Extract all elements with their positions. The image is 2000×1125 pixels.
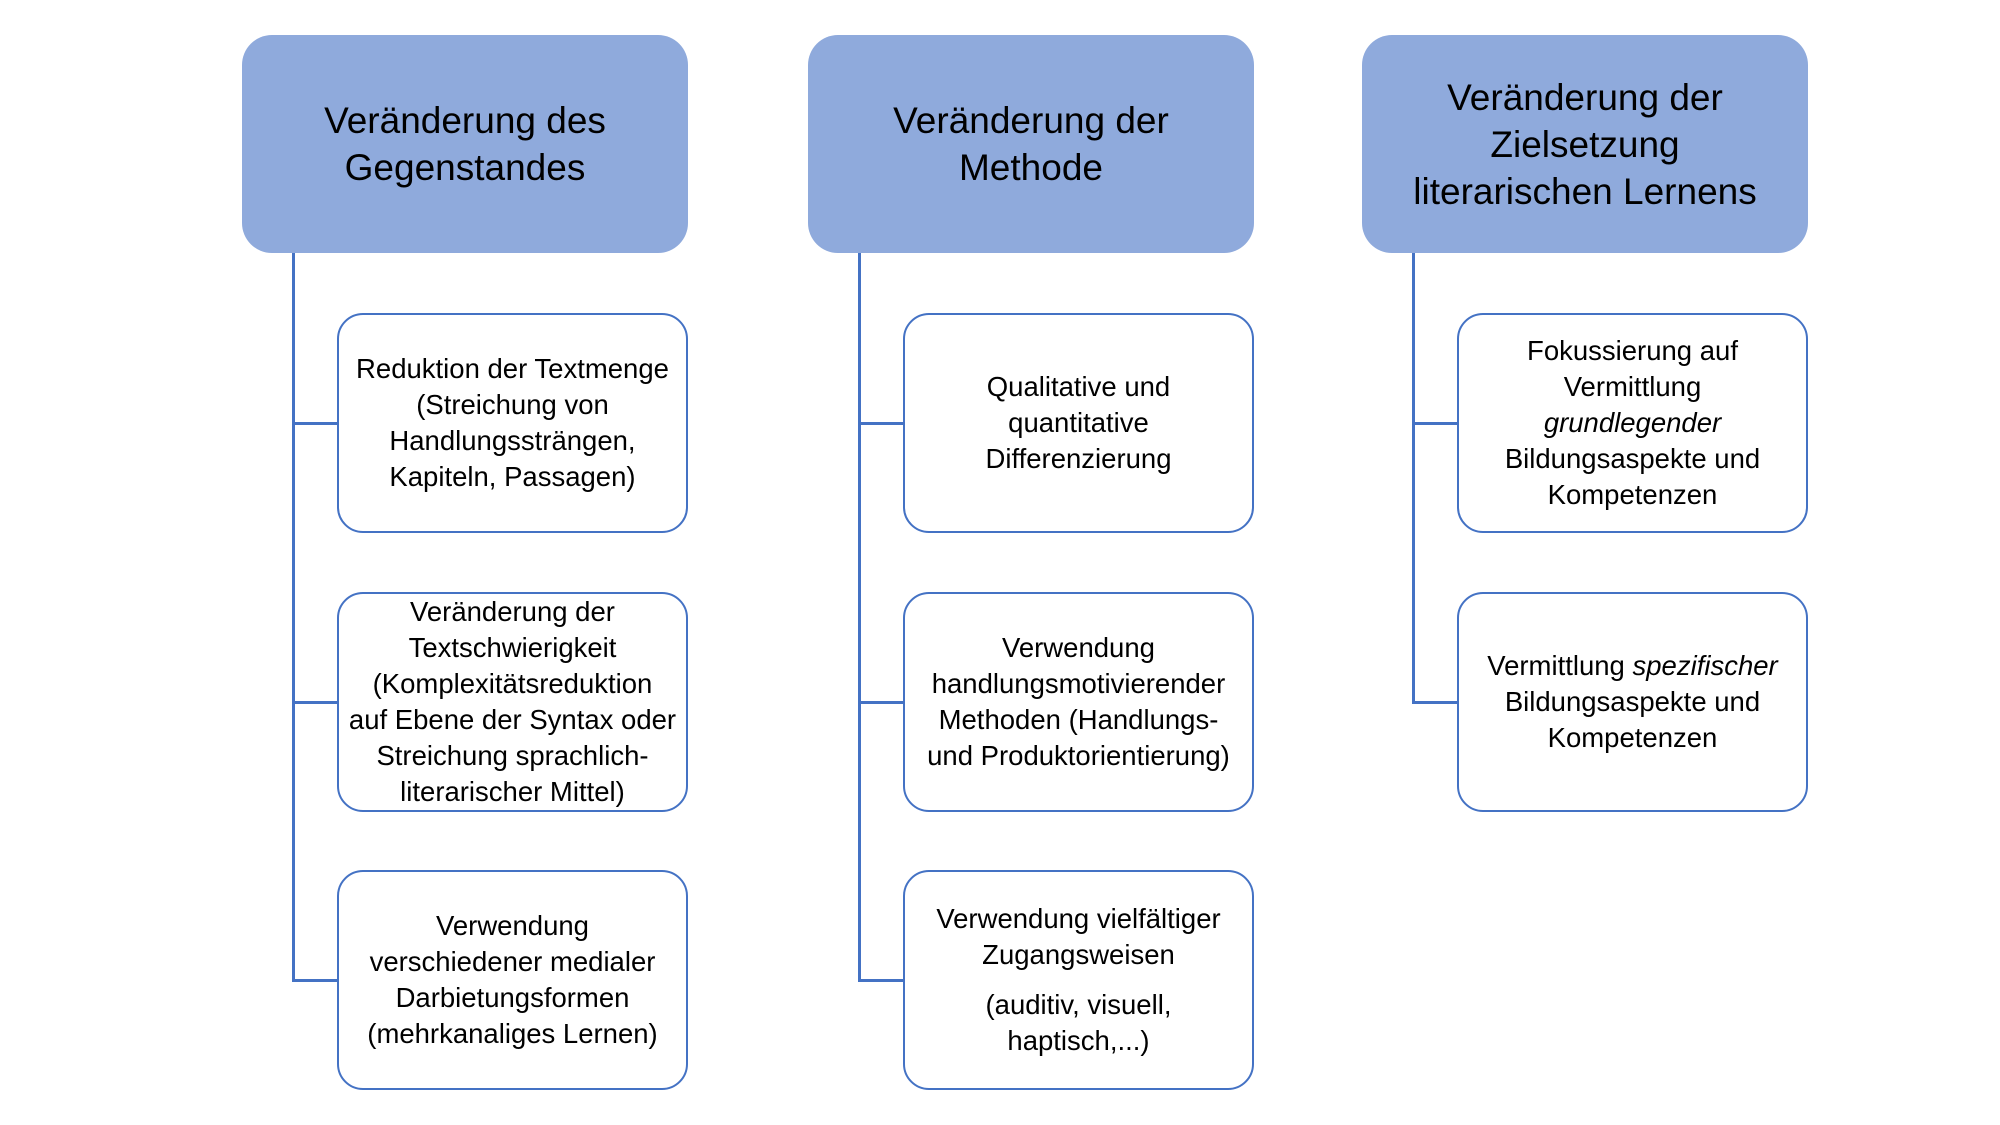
connector-branch xyxy=(858,979,903,982)
connector-branch xyxy=(292,979,337,982)
connector-branch xyxy=(858,701,903,704)
connector-trunk-zielsetzung xyxy=(1412,253,1415,703)
connector-branch xyxy=(1412,701,1457,704)
connector-branch xyxy=(1412,422,1457,425)
connector-branch xyxy=(858,422,903,425)
connector-trunk-methode xyxy=(858,253,861,981)
connector-branch xyxy=(292,701,337,704)
connector-branch xyxy=(292,422,337,425)
connector-trunk-gegenstand xyxy=(292,253,295,981)
